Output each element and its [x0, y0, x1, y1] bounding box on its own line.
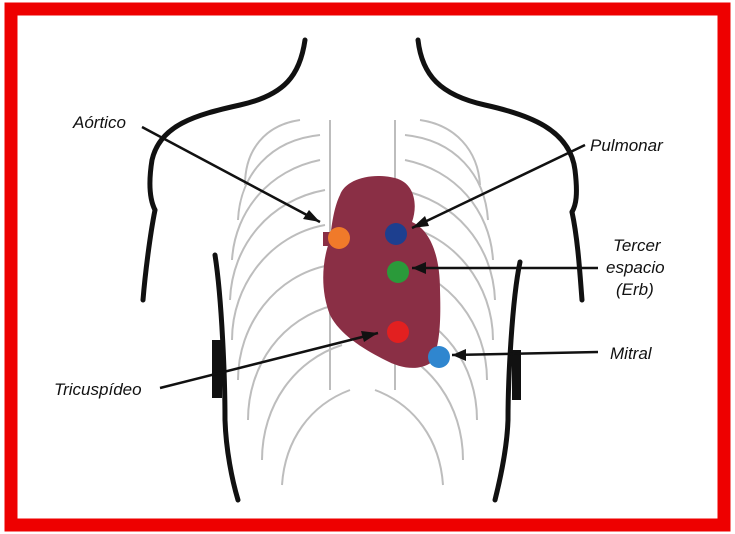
point-tricuspid: [387, 321, 409, 343]
arm-band-left: [212, 340, 222, 398]
label-tricuspid: Tricuspídeo: [54, 380, 142, 399]
label-mitral: Mitral: [610, 344, 653, 363]
point-mitral: [428, 346, 450, 368]
point-erb: [387, 261, 409, 283]
label-erb-line3: (Erb): [616, 280, 654, 299]
label-aortic: Aórtico: [72, 113, 126, 132]
label-erb-line1: Tercer: [613, 236, 662, 255]
point-pulmonary: [385, 223, 407, 245]
label-pulmonary: Pulmonar: [590, 136, 664, 155]
point-aortic: [328, 227, 350, 249]
arm-band-right: [512, 350, 521, 400]
label-erb-line2: espacio: [606, 258, 665, 277]
